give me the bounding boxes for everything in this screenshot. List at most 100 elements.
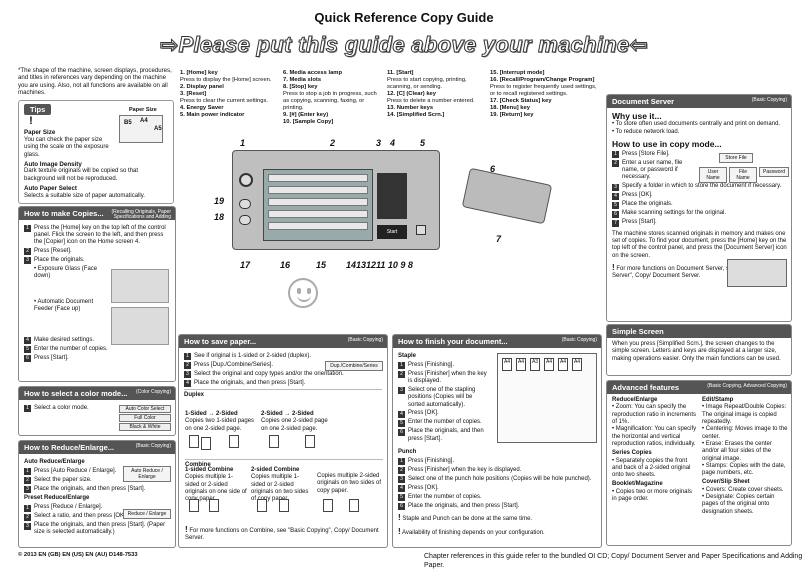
document-server-section: Document Server (Basic Copying) Why use i… bbox=[606, 94, 792, 322]
how-to-make-copies-section: How to make Copies... (Recalling Origina… bbox=[18, 206, 176, 382]
section-ref: (Color Copying) bbox=[135, 389, 171, 395]
footer-note: Chapter references in this guide refer t… bbox=[424, 553, 803, 569]
legend-col-1: 1. [Home] key Press to display the [Home… bbox=[180, 70, 272, 119]
finisher-screen: A4 A4 A3 A4 A4 A4 bbox=[497, 353, 597, 443]
home-key-icon bbox=[239, 173, 253, 187]
advanced-features-section: Advanced features (Basic Copying, Advance… bbox=[606, 380, 792, 546]
callout-15: 15 bbox=[316, 260, 327, 270]
exclamation-icon: ! bbox=[29, 115, 33, 127]
section-title: Advanced features bbox=[612, 383, 680, 392]
callout-18: 18 bbox=[214, 212, 225, 222]
media-slots-illustration bbox=[461, 167, 553, 225]
exposure-glass-photo bbox=[111, 269, 169, 303]
tip-text: You can check the paper size using the s… bbox=[24, 136, 109, 158]
combine-note: ! For more functions on Combine, see "Ba… bbox=[185, 525, 379, 542]
reduce-enlarge-button[interactable]: Reduce / Enlarge bbox=[123, 509, 171, 520]
legend-col-4: 15. [Interrupt mode] 16. [Recall/Program… bbox=[490, 70, 597, 119]
subheading: Punch bbox=[398, 449, 417, 455]
simple-screen-section: Simple Screen When you press [Simplified… bbox=[606, 324, 792, 376]
section-ref: (Basic Copying) bbox=[751, 97, 787, 103]
combine-series: Copies multiple 2-sided originals on two… bbox=[317, 473, 382, 494]
dup-combine-series-button[interactable]: Dup./Combine/Series bbox=[325, 361, 383, 372]
callout-1: 1 bbox=[240, 138, 246, 148]
auto-color-select-button[interactable]: Auto Color Select bbox=[119, 405, 171, 413]
paper-size-label: Paper Size bbox=[129, 107, 157, 113]
tip-heading: Auto Image Density bbox=[24, 160, 82, 168]
doc-server-note: ! For more functions on Document Server,… bbox=[612, 263, 767, 280]
simple-screen-text: When you press [Simplified Scrn.], the s… bbox=[612, 341, 781, 362]
callout-16: 16 bbox=[280, 260, 291, 270]
callout-5: 5 bbox=[420, 138, 426, 148]
section-title: Simple Screen bbox=[612, 327, 664, 336]
section-ref: (Basic Copying) bbox=[135, 443, 171, 449]
section-title: How to finish your document... bbox=[398, 337, 508, 346]
section-title: How to save paper... bbox=[184, 337, 257, 346]
subheading: Preset Reduce/Enlarge bbox=[24, 495, 90, 502]
section-title: Document Server bbox=[612, 97, 675, 106]
tip-text: Selects a suitable size of paper automat… bbox=[24, 192, 145, 199]
tip-heading: Paper Size bbox=[24, 129, 56, 137]
subheading: Duplex bbox=[184, 389, 382, 399]
section-ref: (Basic Copying, Advanced Copying) bbox=[707, 383, 787, 389]
bullet: • To reduce network load. bbox=[612, 128, 680, 135]
subheading: How to use in copy mode... bbox=[612, 138, 722, 149]
callout-7: 7 bbox=[496, 234, 502, 244]
user-name-field[interactable]: User Name bbox=[699, 167, 727, 184]
banner: ⇨Please put this guide above your machin… bbox=[0, 32, 808, 59]
auto-reduce-enlarge-button[interactable]: Auto Reduce / Enlarge bbox=[123, 466, 171, 483]
bullet: • To store often used documents centrall… bbox=[612, 121, 781, 128]
combine-2-sided: 2-sided Combine Copies multiple 1-sided … bbox=[251, 467, 309, 503]
menu-key-icon bbox=[239, 215, 251, 225]
callout-19: 19 bbox=[214, 196, 225, 206]
arrow-right-icon: ⇨ bbox=[159, 32, 179, 58]
legend-col-2: 6. Media access lamp 7. Media slots 8. [… bbox=[283, 70, 377, 126]
callout-17: 17 bbox=[240, 260, 251, 270]
legend-col-3: 11. [Start] Press to start copying, prin… bbox=[387, 70, 475, 119]
password-field[interactable]: Password bbox=[759, 167, 789, 178]
bullet: • Automatic Document Feeder (Face up) bbox=[34, 298, 94, 312]
bullet: • Exposure Glass (Face down) bbox=[34, 265, 98, 280]
combine-1-sided: 1-sided Combine Copies multiple 1-sided … bbox=[185, 467, 247, 503]
arrow-left-icon: ⇦ bbox=[629, 32, 649, 58]
black-white-button[interactable]: Black & White bbox=[119, 423, 171, 431]
full-color-button[interactable]: Full Color bbox=[119, 414, 171, 422]
subheading: Why use it... bbox=[612, 111, 662, 121]
reduce-enlarge-section: How to Reduce/Enlarge...(Basic Copying) … bbox=[18, 440, 176, 548]
banner-text: Please put this guide above your machine bbox=[178, 32, 630, 58]
home-screen-thumbnail bbox=[727, 259, 787, 287]
finish-note-1: ! Staple and Punch can be done at the sa… bbox=[398, 513, 533, 523]
subheading: Staple bbox=[398, 353, 417, 359]
store-file-button[interactable]: Store File bbox=[719, 153, 753, 164]
duplex-2to2: 2-Sided → 2-Sided Copies one 2-sided pag… bbox=[261, 411, 328, 432]
exclamation-icon: ! bbox=[612, 263, 615, 273]
document-feeder-photo bbox=[111, 307, 169, 345]
page-title: Quick Reference Copy Guide bbox=[314, 10, 494, 25]
file-name-field[interactable]: File Name bbox=[729, 167, 757, 184]
footer-codes: © 2013 EN (GB) EN (US) EN (AU) D148-7533 bbox=[18, 552, 138, 558]
subheading: Combine bbox=[185, 459, 383, 469]
number-keys bbox=[377, 173, 407, 219]
section-header: How to make Copies... (Recalling Origina… bbox=[19, 207, 175, 225]
